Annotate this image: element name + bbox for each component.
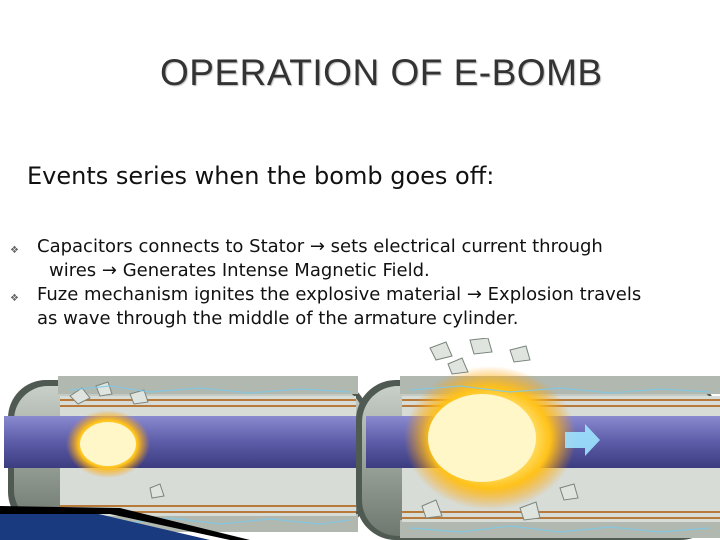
bullet-1-line-2: wires → Generates Intense Magnetic Field… <box>49 260 430 281</box>
e-bomb-illustration <box>0 338 720 540</box>
slide-subheading: Events series when the bomb goes off: <box>27 162 495 190</box>
bullet-item-2: ❖ Fuze mechanism ignites the explosive m… <box>10 283 710 331</box>
arrow-right-icon <box>565 424 600 456</box>
bullet-2-line-1: Fuze mechanism ignites the explosive mat… <box>37 284 642 305</box>
bullet-item-1: ❖ Capacitors connects to Stator → sets e… <box>10 235 710 283</box>
decorative-swoosh <box>0 510 210 540</box>
bullet-2-line-2: as wave through the middle of the armatu… <box>37 308 519 329</box>
ornament-bullet-icon: ❖ <box>10 245 19 256</box>
ornament-bullet-icon: ❖ <box>10 293 19 304</box>
slide-title: OPERATION OF E-BOMB <box>160 52 603 93</box>
bullet-list: ❖ Capacitors connects to Stator → sets e… <box>10 235 710 331</box>
e-bomb-cylinder-right <box>356 338 720 540</box>
bullet-1-line-1: Capacitors connects to Stator → sets ele… <box>37 236 603 257</box>
